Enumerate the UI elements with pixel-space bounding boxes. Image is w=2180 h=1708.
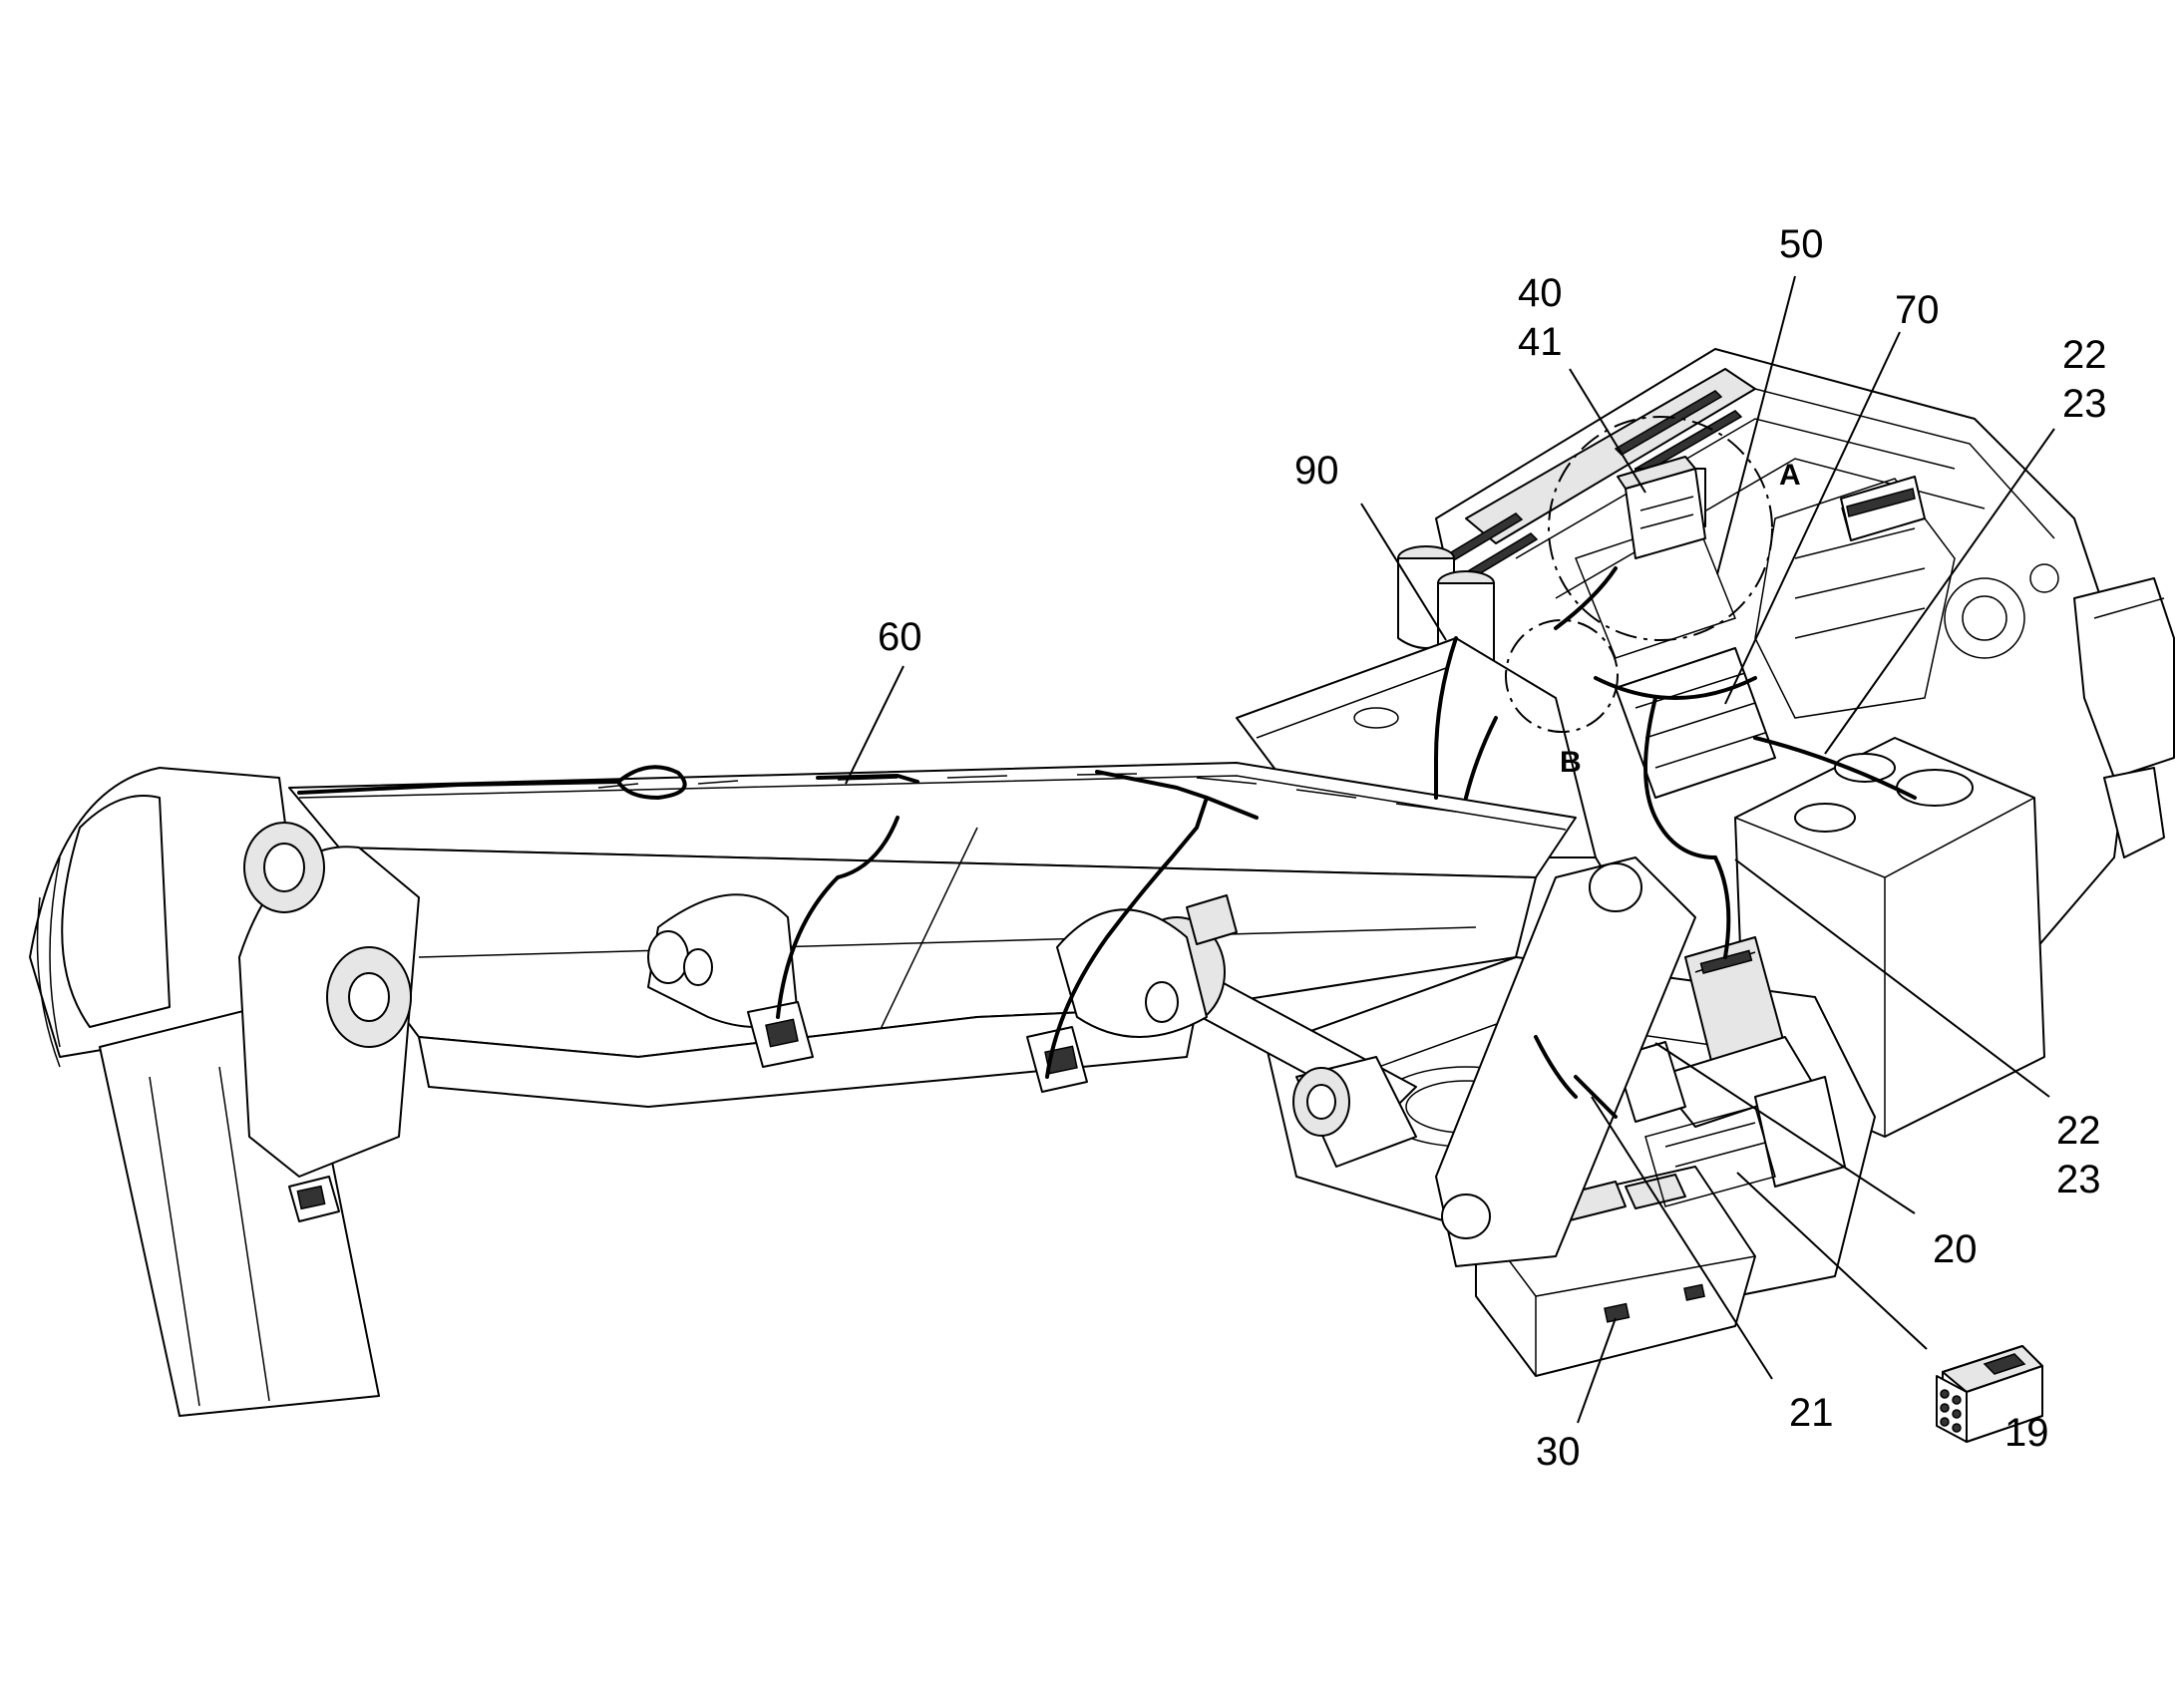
- callout-19: 19: [2004, 1411, 2049, 1455]
- callout-21: 21: [1789, 1391, 1834, 1435]
- callout-70: 70: [1895, 288, 1940, 332]
- detail-label-a: A: [1779, 459, 1801, 492]
- leader-lines: [845, 275, 2055, 1424]
- detail-circle-b: [1505, 619, 1619, 733]
- detail-label-b: B: [1560, 746, 1582, 779]
- callout-labels: 40 41 50 70 22 23 90 60 22 23 20 21 30 1…: [878, 222, 2107, 1474]
- callout-22-mid: 22: [2056, 1109, 2101, 1153]
- callout-22-top: 22: [2062, 333, 2107, 377]
- callout-23-top: 23: [2062, 382, 2107, 426]
- callout-50: 50: [1779, 222, 1824, 266]
- pivot-end: [29, 767, 420, 1417]
- callout-20: 20: [1933, 1227, 1978, 1271]
- connector-19: [1936, 1345, 2043, 1443]
- callout-30: 30: [1536, 1430, 1581, 1474]
- callout-90: 90: [1294, 449, 1339, 493]
- harness-routes: [297, 566, 1917, 1119]
- callout-41: 41: [1518, 320, 1563, 364]
- callout-23-mid: 23: [2056, 1158, 2101, 1201]
- detail-view-labels: A B: [1560, 459, 1801, 779]
- relay-box: [1840, 476, 1926, 541]
- callout-40: 40: [1518, 271, 1563, 315]
- detail-circle-a: [1548, 416, 1773, 641]
- callout-60: 60: [878, 615, 922, 659]
- boom: [288, 762, 1696, 1267]
